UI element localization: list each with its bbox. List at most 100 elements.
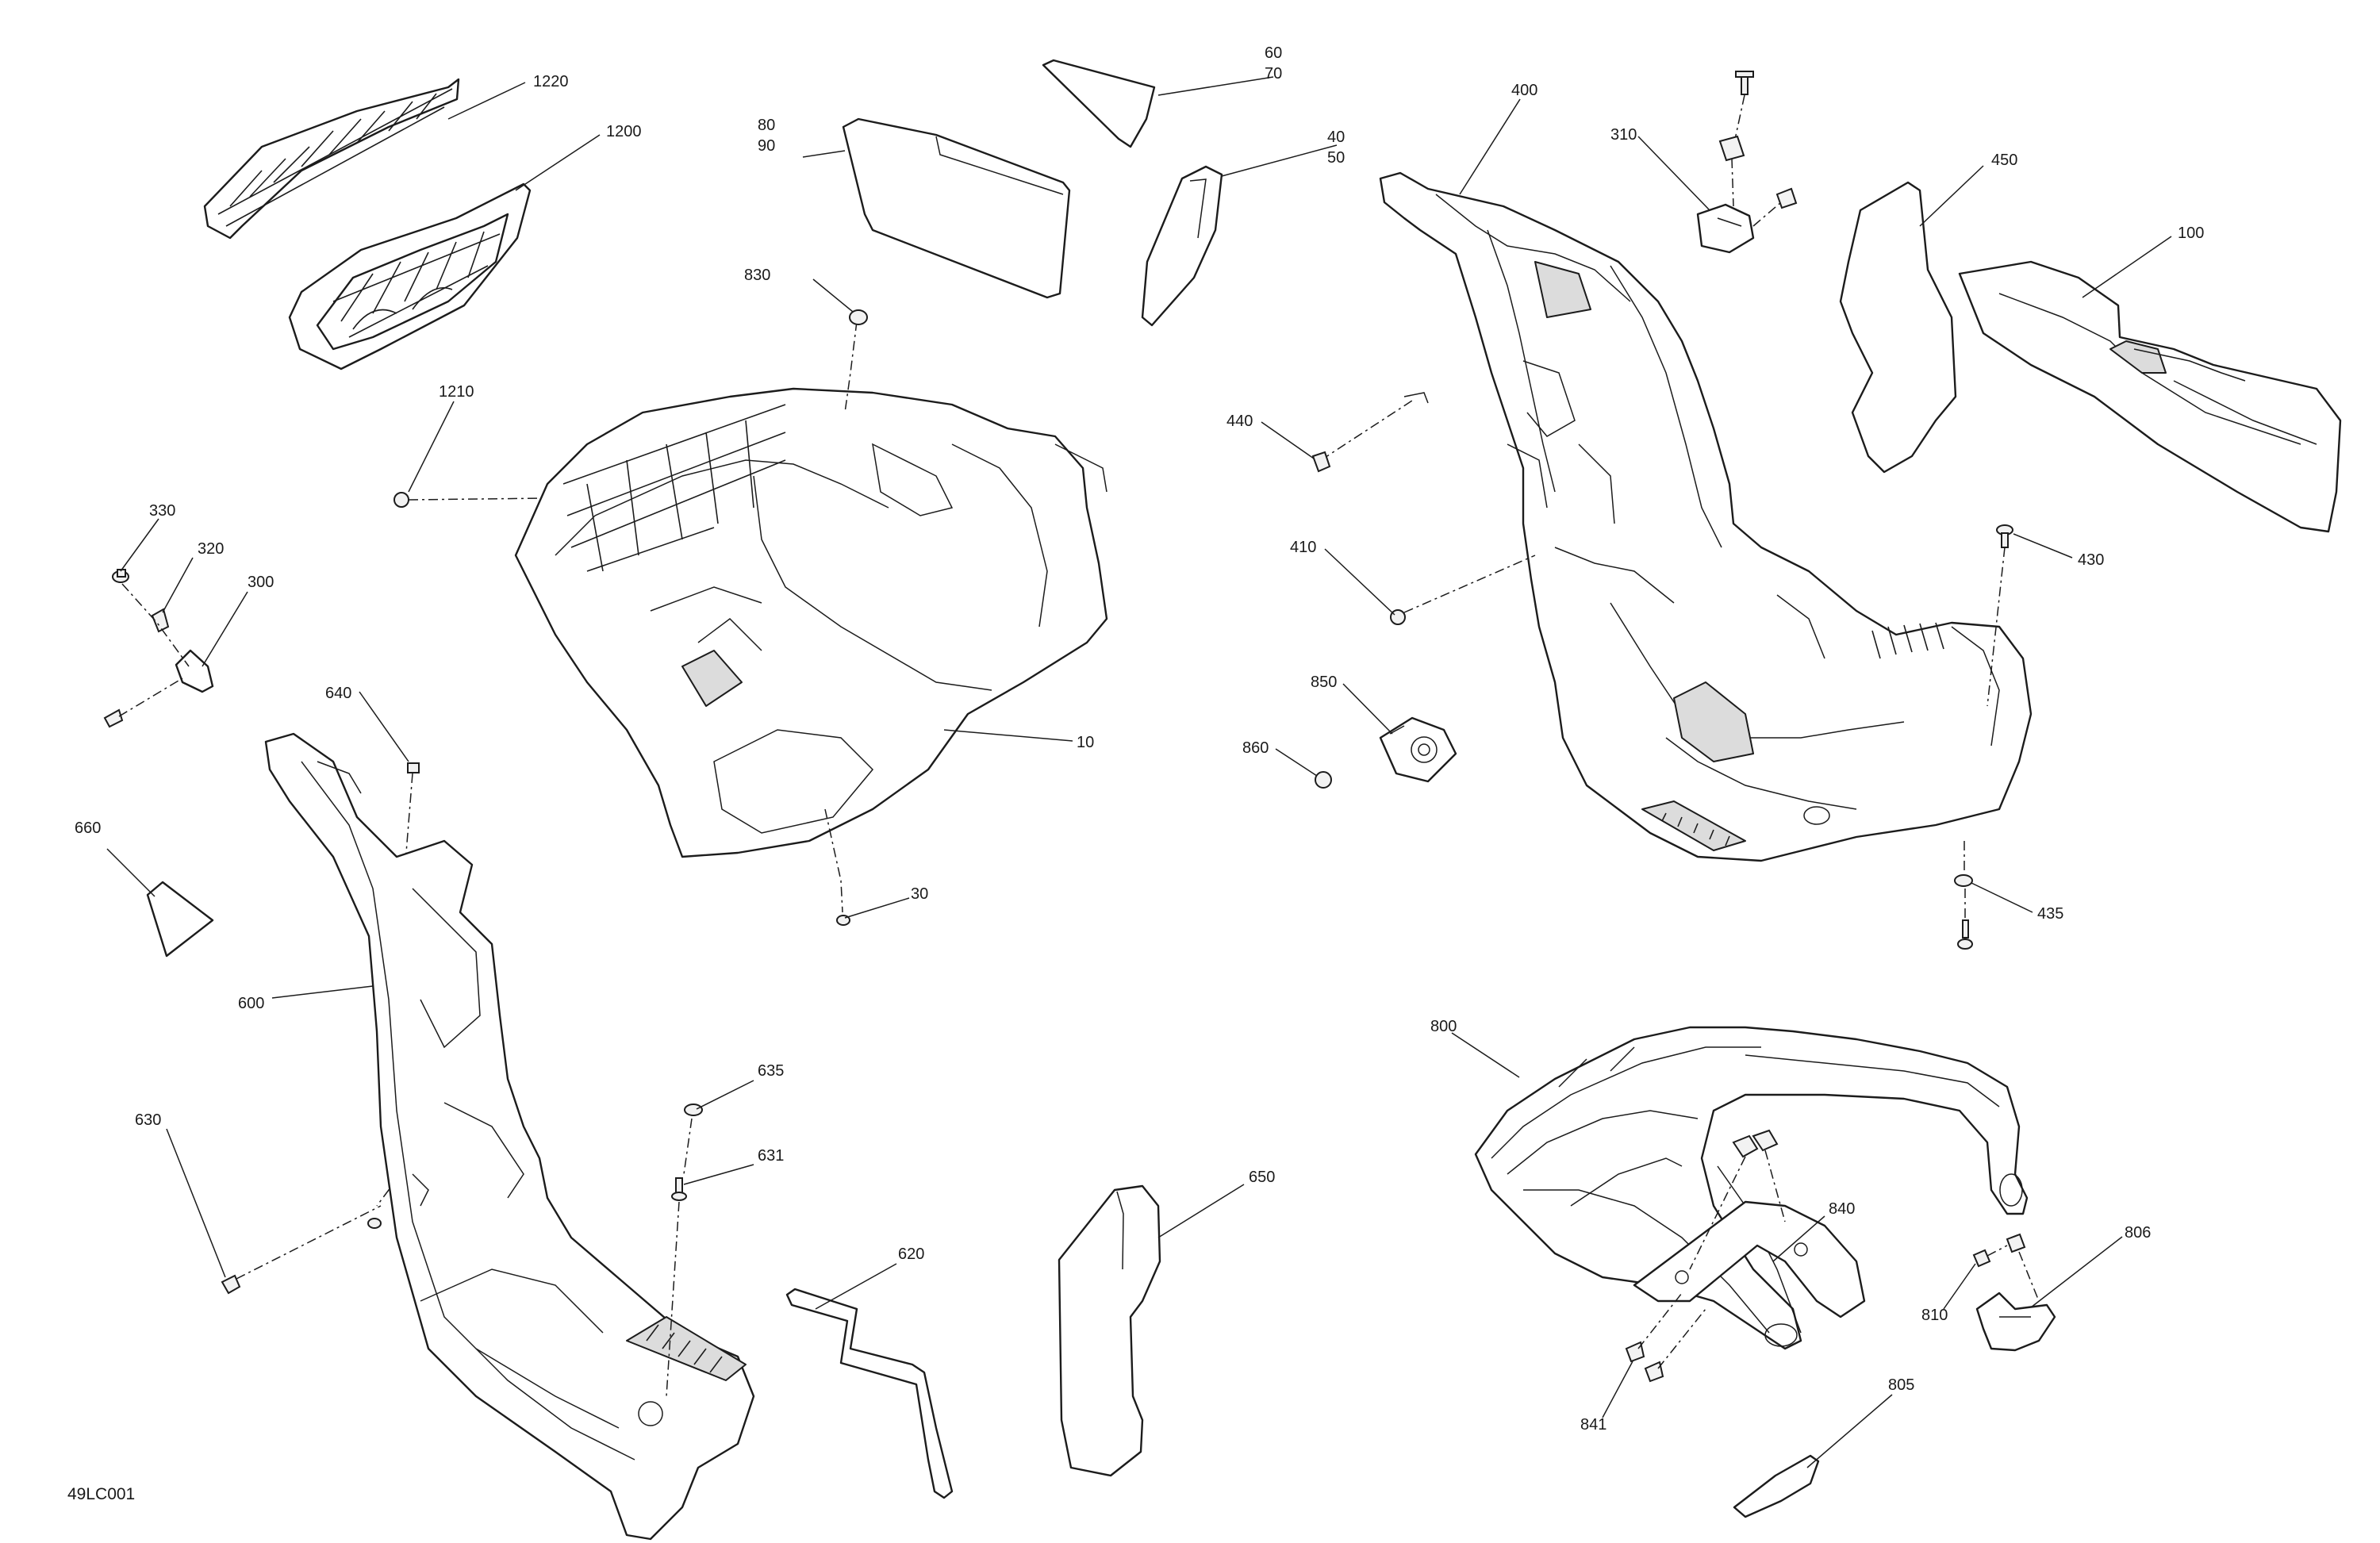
callout-300: 300 <box>248 574 274 591</box>
part-100-cover <box>1958 260 2342 533</box>
part-40-50-panel <box>1141 165 1223 327</box>
assembly-line <box>666 1118 693 1397</box>
callout-400: 400 <box>1511 82 1537 99</box>
assembly-line <box>1731 94 1745 207</box>
callout-630: 630 <box>135 1111 161 1129</box>
part-840-bracket <box>1633 1200 1866 1318</box>
callout-60: 60 <box>1265 44 1282 62</box>
assembly-line <box>408 497 548 501</box>
assembly-line <box>1637 1292 1706 1369</box>
assembly-line <box>121 583 190 667</box>
callout-860: 860 <box>1242 739 1269 757</box>
assembly-line <box>236 1205 382 1280</box>
part-430-screw <box>1996 524 2013 548</box>
callout-620: 620 <box>898 1246 924 1263</box>
part-635-washer <box>684 1104 703 1116</box>
part-600-bottom-screw <box>367 1218 382 1229</box>
callout-70: 70 <box>1265 65 1282 83</box>
callout-850: 850 <box>1311 674 1337 691</box>
part-800-grab-bar <box>1474 1026 2029 1350</box>
callout-631: 631 <box>758 1147 784 1165</box>
callout-806: 806 <box>2125 1224 2151 1242</box>
callout-810: 810 <box>1921 1307 1948 1324</box>
part-840-nuts <box>1732 1129 1779 1158</box>
part-440-pin <box>1403 392 1429 404</box>
callout-660: 660 <box>75 819 101 837</box>
part-640-fastener <box>407 762 420 773</box>
callout-650: 650 <box>1249 1169 1275 1186</box>
callout-800: 800 <box>1430 1018 1457 1035</box>
part-330-fastener <box>112 569 129 583</box>
callout-600: 600 <box>238 995 264 1012</box>
part-400-console <box>1379 171 2033 862</box>
callout-1200: 1200 <box>606 123 642 140</box>
part-650-panel <box>1058 1184 1161 1477</box>
callout-450: 450 <box>1991 152 2017 169</box>
part-1220-grille <box>203 78 460 240</box>
part-631-screw <box>671 1177 687 1201</box>
part-850-mount <box>1379 716 1457 783</box>
part-310-bracket <box>1696 203 1755 254</box>
part-320-clip <box>151 608 170 633</box>
assembly-line <box>1987 547 2006 707</box>
part-810-bolt <box>1972 1249 1991 1268</box>
reference-code: 49LC001 <box>67 1485 135 1503</box>
callout-320: 320 <box>198 540 224 558</box>
callout-10: 10 <box>1077 734 1094 751</box>
callout-50: 50 <box>1327 149 1345 167</box>
callout-330: 330 <box>149 502 175 520</box>
part-60-70-cover <box>1042 59 1156 148</box>
leader-lines <box>106 76 2172 1468</box>
callout-430: 430 <box>2078 551 2104 569</box>
callout-310: 310 <box>1610 126 1637 144</box>
part-435-washer <box>1954 874 1973 887</box>
callout-80: 80 <box>758 117 775 134</box>
callout-640: 640 <box>325 685 351 702</box>
assembly-line <box>1320 400 1413 461</box>
assembly-line <box>118 677 183 717</box>
part-10-console <box>514 387 1108 858</box>
part-300-screw <box>103 708 124 728</box>
part-410-nut <box>1390 609 1406 625</box>
part-630-screw <box>221 1274 241 1295</box>
part-310-clip <box>1718 135 1745 162</box>
callout-440: 440 <box>1226 413 1253 430</box>
callout-635: 635 <box>758 1062 784 1080</box>
part-620-strip <box>785 1288 954 1499</box>
part-435-screw <box>1957 919 1973 950</box>
callout-100: 100 <box>2178 225 2204 242</box>
callout-1210: 1210 <box>439 383 474 401</box>
callout-410: 410 <box>1290 539 1316 556</box>
callout-841: 841 <box>1580 1416 1606 1434</box>
part-440-clip <box>1311 451 1331 473</box>
part-1200-grille <box>288 182 532 370</box>
assembly-line <box>1752 202 1782 227</box>
callout-1220: 1220 <box>533 73 569 90</box>
part-805-plate <box>1733 1454 1820 1518</box>
callout-40: 40 <box>1327 129 1345 146</box>
part-600-side-panel <box>264 732 755 1541</box>
callout-830: 830 <box>744 267 770 284</box>
part-450-panel <box>1839 181 1957 474</box>
callout-labels: 1220 1200 1210 330 320 300 640 660 600 6… <box>75 44 2204 1434</box>
callout-840: 840 <box>1829 1200 1855 1218</box>
assembly-line <box>1689 1150 1786 1270</box>
assembly-line <box>1987 1245 2040 1302</box>
assembly-line <box>824 808 843 913</box>
part-310-screw <box>1735 71 1754 95</box>
callout-805: 805 <box>1888 1376 1914 1394</box>
part-1210-nut <box>393 492 409 508</box>
callout-90: 90 <box>758 137 775 155</box>
part-80-90-panel <box>842 117 1071 299</box>
part-841-bolts <box>1625 1341 1664 1383</box>
part-806-bracket <box>1975 1292 2056 1352</box>
part-660-cap <box>146 881 214 958</box>
part-310-nut <box>1775 187 1798 209</box>
assembly-line <box>1403 555 1536 613</box>
callout-435: 435 <box>2037 905 2063 923</box>
callout-30: 30 <box>911 885 928 903</box>
part-830-fastener <box>849 309 868 325</box>
part-810-nut <box>2006 1233 2026 1253</box>
part-860-nut <box>1315 771 1332 789</box>
